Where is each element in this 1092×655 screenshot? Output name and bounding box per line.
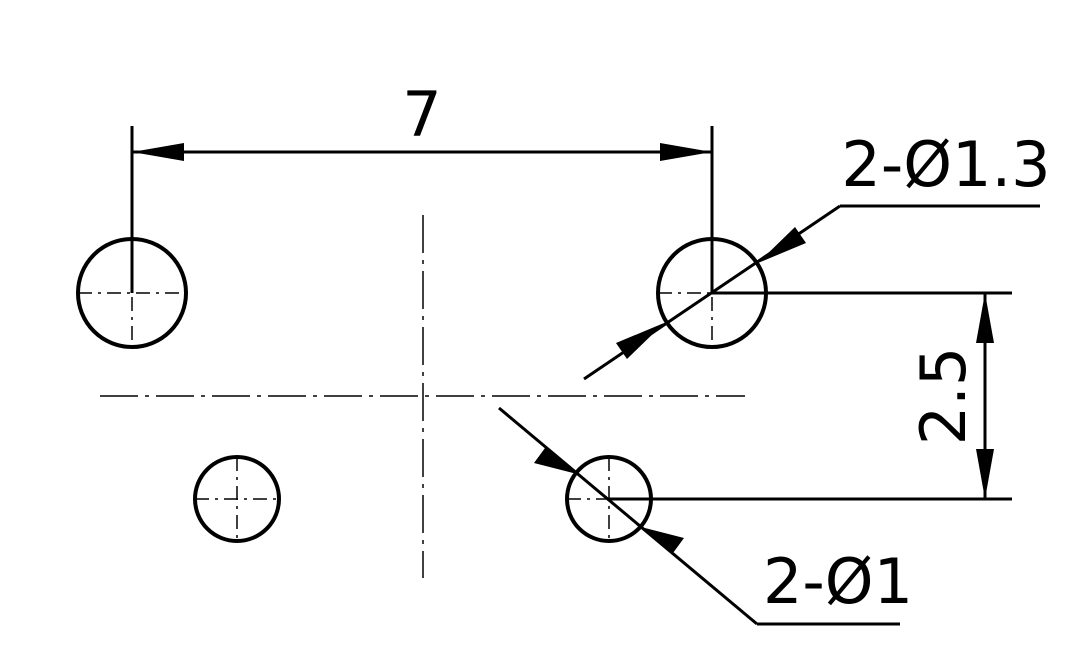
arrowhead-outer — [758, 227, 806, 263]
leader-line — [498, 406, 758, 626]
small-hole-diameter-callout: 2-Ø1 — [498, 406, 913, 626]
large-hole-diameter-callout: 2-Ø1.3 — [583, 128, 1051, 381]
large-hole-diameter-label: 2-Ø1.3 — [841, 128, 1050, 201]
arrowhead-right — [660, 143, 712, 161]
arrowhead-inner — [616, 323, 664, 359]
vertical-dimension-label: 2.5 — [907, 347, 980, 446]
arrowhead-inner — [641, 527, 684, 553]
arrowhead-left — [132, 143, 184, 161]
arrowhead-top — [976, 293, 994, 343]
small-hole-left — [193, 455, 281, 543]
arrowhead-outer — [534, 448, 577, 474]
small-hole-diameter-label: 2-Ø1 — [763, 545, 913, 618]
vertical-dimension: 2.5 — [609, 291, 1012, 501]
horizontal-dimension: 7 — [130, 78, 714, 293]
arrowhead-bottom — [976, 449, 994, 499]
horizontal-dimension-label: 7 — [402, 78, 441, 151]
